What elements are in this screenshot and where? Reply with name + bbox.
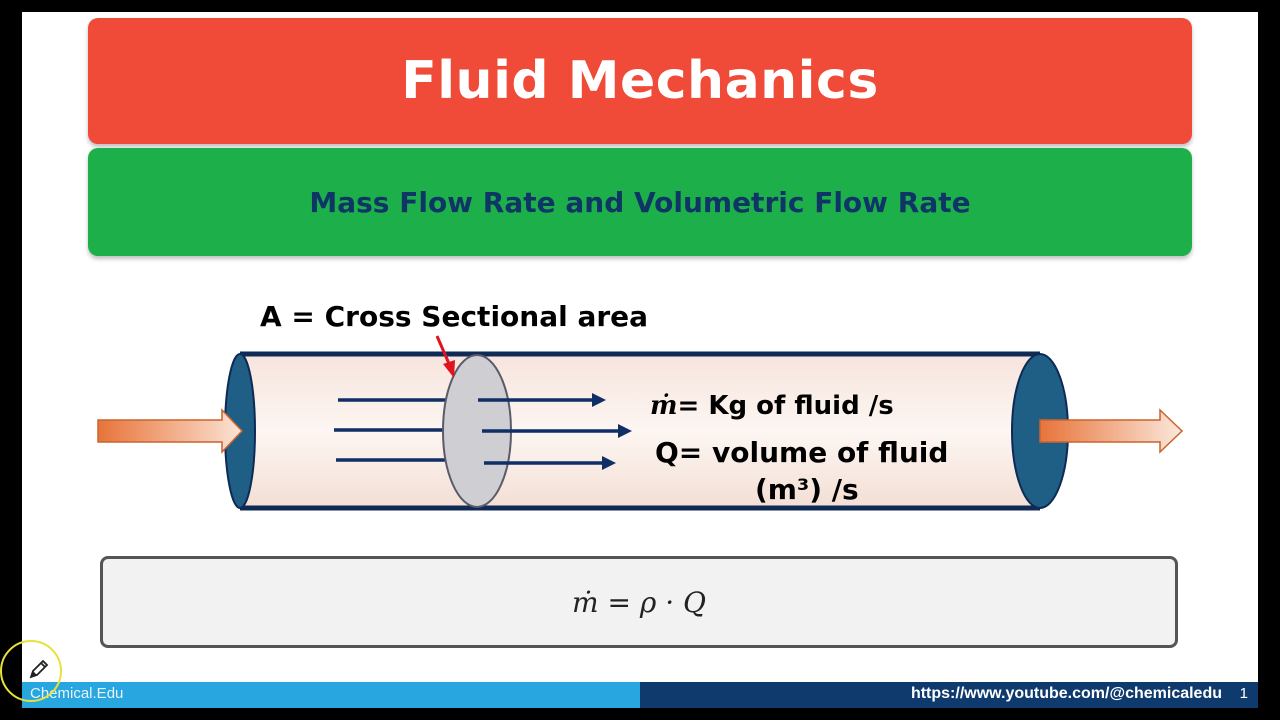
volumetric-flow-label: Q= volume of fluid	[655, 436, 948, 469]
footer-url[interactable]: https://www.youtube.com/@chemicaledu	[910, 685, 1222, 702]
mass-flow-text: = Kg of fluid /s	[678, 391, 894, 421]
inlet-flow-arrow	[97, 408, 244, 454]
flow-arrow-right	[478, 393, 606, 407]
cross-section-label: A = Cross Sectional area	[260, 300, 648, 333]
mass-flow-label: ṁ= Kg of fluid /s	[650, 391, 894, 421]
flow-arrow-right	[482, 424, 632, 438]
title-banner: Fluid Mechanics	[88, 18, 1192, 144]
flow-arrow-right	[484, 456, 616, 470]
page-number: 1	[1239, 685, 1248, 702]
mass-flow-equation: ṁ = ρ · Q	[572, 585, 706, 619]
pointer-arrow-icon	[435, 335, 455, 378]
outlet-flow-arrow	[1039, 408, 1184, 454]
slide-subtitle: Mass Flow Rate and Volumetric Flow Rate	[309, 185, 971, 219]
cursor-highlight-ring	[0, 640, 62, 702]
slide-title: Fluid Mechanics	[401, 51, 879, 111]
volumetric-flow-units: (m³) /s	[755, 473, 859, 506]
equation-box: ṁ = ρ · Q	[100, 556, 1178, 648]
subtitle-banner: Mass Flow Rate and Volumetric Flow Rate	[88, 148, 1192, 256]
footer-brand-bar: Chemical.Edu	[22, 682, 640, 708]
footer-url-bar: https://www.youtube.com/@chemicaledu 1	[640, 682, 1258, 708]
pen-cursor-icon	[29, 659, 49, 679]
mdot-symbol: ṁ	[650, 391, 678, 421]
